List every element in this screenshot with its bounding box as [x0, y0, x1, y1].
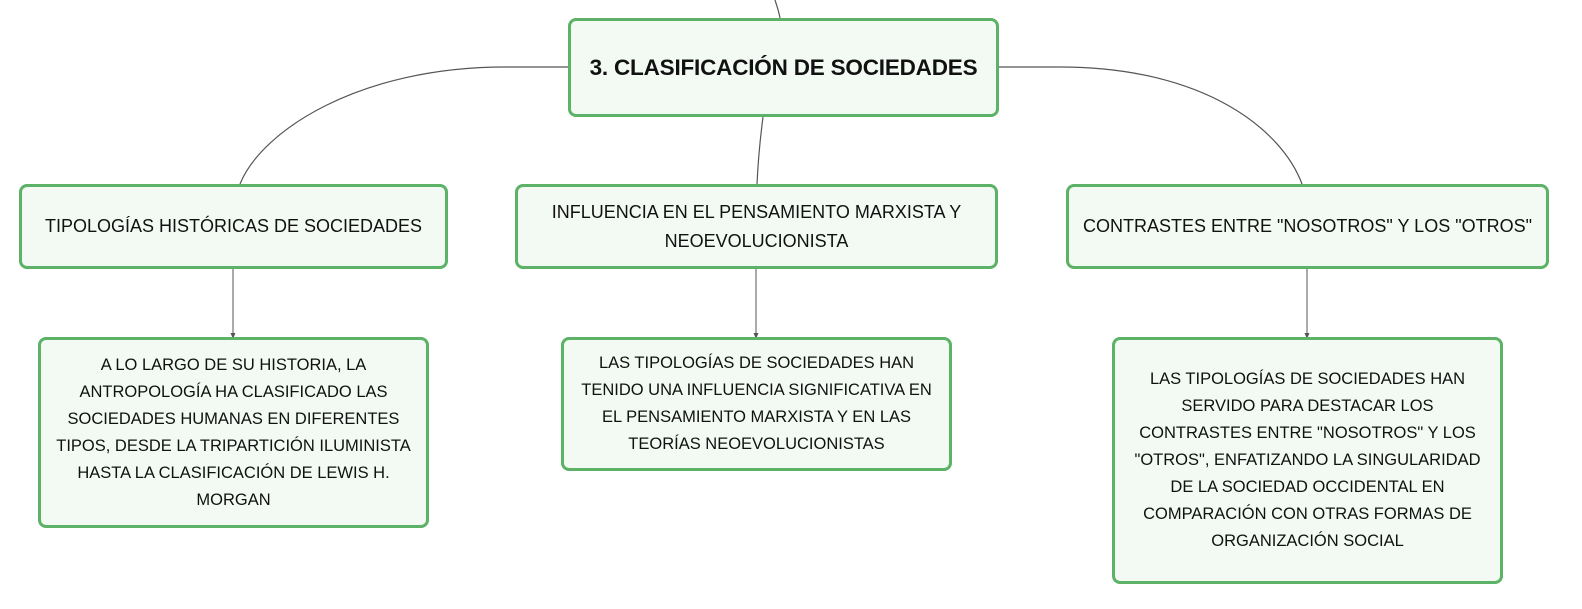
- detail-node-influencia-marxista[interactable]: LAS TIPOLOGÍAS DE SOCIEDADES HAN TENIDO …: [561, 337, 952, 471]
- detail-text: A LO LARGO DE SU HISTORIA, LA ANTROPOLOG…: [56, 355, 411, 509]
- connector-root-to-topic-3: [999, 66, 1303, 185]
- connector-root-to-topic-1: [239, 66, 568, 185]
- central-topic-label: 3. CLASIFICACIÓN DE SOCIEDADES: [589, 54, 978, 80]
- detail-text: LAS TIPOLOGÍAS DE SOCIEDADES HAN SERVIDO…: [1134, 370, 1481, 550]
- detail-node-tipologias-historicas[interactable]: A LO LARGO DE SU HISTORIA, LA ANTROPOLOG…: [38, 337, 429, 528]
- topic-label: CONTRASTES ENTRE "NOSOTROS" Y LOS "OTROS…: [1083, 216, 1532, 236]
- topic-node-contrastes-nosotros-otros[interactable]: CONTRASTES ENTRE "NOSOTROS" Y LOS "OTROS…: [1066, 184, 1549, 269]
- topic-node-influencia-marxista[interactable]: INFLUENCIA EN EL PENSAMIENTO MARXISTA Y …: [515, 184, 998, 269]
- central-topic-node[interactable]: 3. CLASIFICACIÓN DE SOCIEDADES: [568, 18, 999, 117]
- topic-label: TIPOLOGÍAS HISTÓRICAS DE SOCIEDADES: [44, 216, 423, 236]
- topic-label: INFLUENCIA EN EL PENSAMIENTO MARXISTA Y …: [551, 201, 962, 251]
- detail-node-contrastes-nosotros-otros[interactable]: LAS TIPOLOGÍAS DE SOCIEDADES HAN SERVIDO…: [1112, 337, 1503, 584]
- connector-root-to-topic-2: [756, 116, 764, 185]
- detail-text: LAS TIPOLOGÍAS DE SOCIEDADES HAN TENIDO …: [581, 354, 932, 453]
- topic-node-tipologias-historicas[interactable]: TIPOLOGÍAS HISTÓRICAS DE SOCIEDADES: [19, 184, 448, 269]
- connector-parent-to-root: [774, 0, 781, 19]
